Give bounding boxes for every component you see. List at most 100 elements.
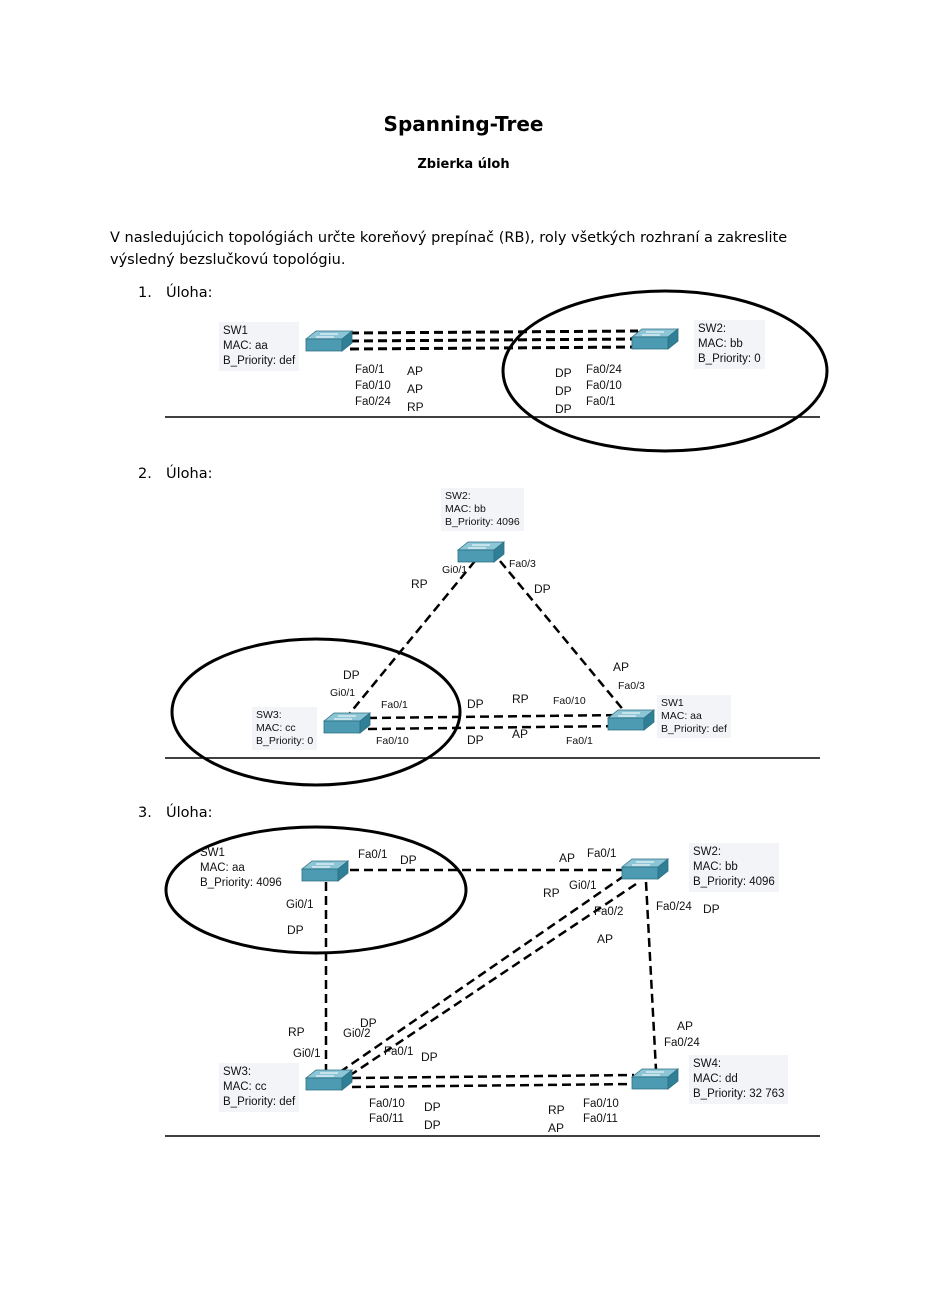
task2-sw1-fa01-role: AP	[512, 727, 529, 741]
task2-root-ellipse	[170, 637, 462, 787]
port-role: AP	[407, 382, 424, 396]
task3-sw3-fa011: Fa0/11	[369, 1113, 404, 1125]
task2-sw1-priority: B_Priority: def	[661, 723, 727, 735]
task3-sw4-priority: B_Priority: 32 763	[693, 1088, 785, 1100]
port-role: RP	[407, 400, 424, 414]
task3-sw2-priority: B_Priority: 4096	[693, 876, 775, 888]
task3-sw1-fa01: Fa0/1	[358, 849, 388, 861]
task2-heading: 2. Úloha:	[138, 466, 212, 482]
task2-number: 2.	[138, 466, 152, 482]
task3-sw3-switch-icon	[305, 1069, 353, 1091]
task3-sw4-fa010: Fa0/10	[583, 1098, 619, 1110]
task3-sw2-fa01: Fa0/1	[587, 848, 617, 860]
task2-sw3-name: SW3:	[256, 709, 282, 721]
task2-sw3-fa01-role: DP	[467, 697, 484, 711]
task3-sw4-switch-icon	[631, 1068, 679, 1090]
task1-links	[349, 329, 639, 351]
task2-sw3-fa010-role: DP	[467, 733, 484, 747]
task1-number: 1.	[138, 285, 152, 301]
task1-sw2-mac: MAC: bb	[698, 338, 743, 350]
task1-sw1-name: SW1	[223, 325, 248, 337]
task3-sw3-fa010-role: DP	[424, 1100, 441, 1114]
task2-sw2-fa03-role: DP	[534, 582, 551, 596]
port-label: Fa0/1	[355, 364, 385, 376]
task3-sw1-priority: B_Priority: 4096	[200, 877, 282, 889]
task1-diagram	[165, 289, 829, 453]
task3-sw3-priority: B_Priority: def	[223, 1096, 296, 1108]
task3-sw4-fa011-role: AP	[548, 1121, 565, 1135]
task3-sw3-fa01-role: DP	[421, 1050, 438, 1064]
task2-sw1-info: SW1 MAC: aa B_Priority: def	[657, 695, 731, 738]
port-role: DP	[555, 384, 572, 398]
page-subtitle: Zbierka úloh	[417, 157, 510, 172]
task1-right-roles: DP DP DP	[555, 364, 572, 418]
task3-sw4-mac: MAC: dd	[693, 1073, 738, 1085]
task3-root-ellipse	[164, 825, 468, 955]
task3-sw1-mac: MAC: aa	[200, 862, 245, 874]
task3-sw1-gi01-role: DP	[287, 923, 304, 937]
task3-heading: 3.Úloha:	[138, 805, 212, 821]
task2-sw3-fa010: Fa0/10	[376, 735, 409, 747]
task3-sw1-fa01-role: DP	[400, 853, 417, 867]
task2-sw3-priority: B_Priority: 0	[256, 735, 314, 747]
port-role: DP	[555, 366, 572, 380]
task2-sw3-mac: MAC: cc	[256, 722, 296, 734]
task2-sw2-info: SW2: MAC: bb B_Priority: 4096	[441, 488, 524, 531]
task2-sw2-gi01-role: RP	[411, 577, 428, 591]
task2-links	[349, 560, 626, 731]
task3-sw2-fa01-role: AP	[559, 851, 576, 865]
task3-sw1-name: SW1	[200, 847, 225, 859]
task2-sw3-gi01: Gi0/1	[330, 687, 356, 699]
page-title: Spanning-Tree	[383, 112, 544, 136]
task2-sw2-gi01: Gi0/1	[442, 564, 468, 576]
task2-sw1-fa03: Fa0/3	[618, 680, 645, 692]
task3-diagram	[164, 825, 820, 1137]
task1-heading: 1.Úloha:	[138, 285, 212, 301]
task3-sw1-gi01: Gi0/1	[286, 899, 314, 911]
port-label: Fa0/24	[586, 364, 622, 376]
task2-sw2-mac: MAC: bb	[445, 503, 486, 515]
task3-sw3-mac: MAC: cc	[223, 1081, 267, 1093]
task2-sw3-info: SW3: MAC: cc B_Priority: 0	[252, 707, 318, 750]
task2-sw2-name: SW2:	[445, 490, 471, 502]
task2-sw1-fa03-role: AP	[613, 660, 630, 674]
task3-sw2-switch-icon	[621, 858, 669, 880]
task3-sw2-gi01: Gi0/1	[569, 880, 597, 892]
task3-sw2-fa024: Fa0/24	[656, 901, 692, 913]
task2-sw2-priority: B_Priority: 4096	[445, 516, 520, 528]
task2-sw1-fa010-role: RP	[512, 692, 529, 706]
task3-sw3-gi02: Gi0/2	[343, 1028, 371, 1040]
task3-number: 3.	[138, 805, 152, 821]
task2-sw1-name: SW1	[661, 697, 684, 709]
task3-links	[324, 868, 658, 1089]
port-role: AP	[407, 364, 424, 378]
task3-sw3-fa01: Fa0/1	[384, 1046, 414, 1058]
task1-sw1-switch-icon	[305, 330, 353, 352]
task3-sw2-fa024-role: DP	[703, 902, 720, 916]
task2-diagram	[165, 541, 820, 787]
task1-sw2-name: SW2:	[698, 323, 727, 335]
task3-sw4-fa024-role: AP	[677, 1019, 694, 1033]
intro-paragraph: V nasledujúcich topológiách určte koreňo…	[110, 230, 788, 268]
task3-sw3-info: SW3: MAC: cc B_Priority: def	[219, 1063, 300, 1112]
task3-sw2-info: SW2: MAC: bb B_Priority: 4096	[689, 843, 779, 892]
task3-sw3-fa011-role: DP	[424, 1118, 441, 1132]
task3-sw3-gi02-role: DP	[360, 1016, 377, 1030]
task2-sw3-fa01: Fa0/1	[381, 699, 408, 711]
task3-sw3-gi01: Gi0/1	[293, 1048, 321, 1060]
task1-sw1-mac: MAC: aa	[223, 340, 268, 352]
task2-label: Úloha:	[166, 466, 213, 482]
port-label: Fa0/24	[355, 396, 391, 408]
task2-sw1-fa01: Fa0/1	[566, 735, 593, 747]
task2-sw1-mac: MAC: aa	[661, 710, 702, 722]
task1-sw2-info: SW2: MAC: bb B_Priority: 0	[694, 320, 765, 369]
task1-left-ports: Fa0/1 Fa0/10 Fa0/24	[355, 362, 391, 410]
task3-sw2-gi01-role: RP	[543, 886, 560, 900]
task3-sw4-name: SW4:	[693, 1058, 722, 1070]
task3-sw3-gi01-role: RP	[288, 1025, 305, 1039]
port-label: Fa0/10	[586, 380, 622, 392]
task1-left-roles: AP AP RP	[407, 362, 424, 416]
task2-sw3-switch-icon	[323, 712, 371, 734]
task2-sw1-fa010: Fa0/10	[553, 695, 586, 707]
